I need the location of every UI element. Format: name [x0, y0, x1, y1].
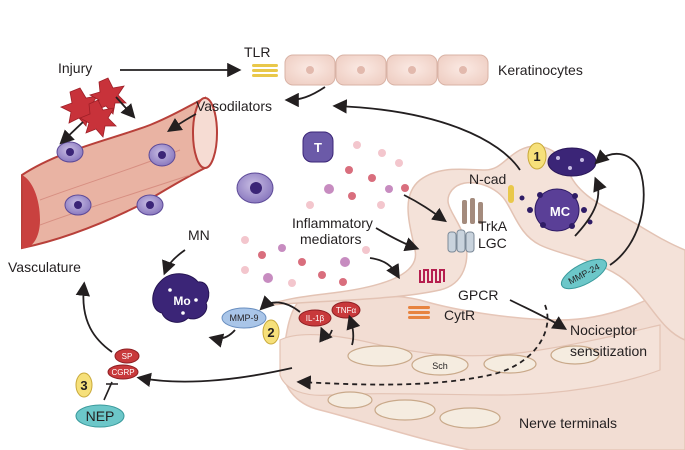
step-2-badge: 2 — [262, 319, 280, 345]
schwann-cell — [483, 354, 537, 374]
t-cell-icon: T — [302, 131, 334, 163]
schwann-label: Sch — [432, 361, 448, 371]
vasculature-label: Vasculature — [8, 259, 81, 275]
svg-text:NEP: NEP — [86, 408, 115, 424]
gpcr-receptor-icon — [419, 269, 445, 283]
nep-inhibit-line — [103, 381, 118, 401]
keratinocyte-layer — [284, 54, 489, 86]
trka-label: TrkA — [478, 218, 508, 234]
schwann-cell — [327, 391, 373, 409]
svg-text:Mo: Mo — [173, 294, 190, 308]
svg-text:MMP-9: MMP-9 — [230, 313, 259, 323]
schwann-cell — [411, 354, 469, 376]
step-1-badge: 1 — [527, 142, 547, 170]
lgc-channel-icon — [447, 229, 475, 253]
neutrophil-in-vessel — [56, 141, 176, 216]
mn-label: MN — [188, 227, 210, 243]
ncad-connector — [508, 185, 514, 203]
sp-badge: SP — [114, 348, 140, 364]
schwann-cell — [374, 399, 436, 421]
inflammatory-mediators-label-line2: mediators — [300, 231, 361, 247]
nep-badge: NEP — [75, 404, 125, 428]
il1b-badge: IL-1β — [298, 309, 332, 327]
schwann-cell — [439, 407, 501, 429]
gpcr-label: GPCR — [458, 287, 498, 303]
monocyte-icon: Mo — [152, 273, 210, 323]
trka-receptor-icon — [462, 198, 483, 224]
svg-text:CGRP: CGRP — [111, 368, 134, 377]
ncad-label: N-cad — [469, 171, 506, 187]
tnfa-badge: TNFα — [331, 301, 361, 319]
injury-label: Injury — [58, 60, 92, 76]
blood-vessel — [21, 96, 218, 250]
inflammatory-mediators-label-line1: Inflammatory — [292, 215, 373, 231]
retrograde-signal-dashed-arrow — [296, 304, 549, 390]
degranulating-mast-cell-icon — [547, 147, 597, 177]
step-3-badge: 3 — [75, 372, 93, 398]
lgc-label: LGC — [478, 235, 507, 251]
nociceptor-label-line1: Nociceptor — [570, 322, 637, 338]
svg-text:T: T — [314, 140, 322, 155]
tlr-label: TLR — [244, 44, 270, 60]
mast-cell-icon: MC — [519, 188, 593, 232]
nerve-terminals-label: Nerve terminals — [519, 415, 617, 431]
schwann-cell — [347, 345, 413, 367]
nociceptor-label-line2: sensitization — [570, 343, 647, 359]
svg-text:3: 3 — [80, 378, 87, 393]
inflammatory-mediator-particles — [241, 141, 409, 287]
mmp9-badge: MMP-9 — [221, 307, 267, 329]
tlr-receptor-icon — [252, 64, 278, 77]
svg-text:TNFα: TNFα — [336, 306, 357, 315]
schwann-cell — [550, 345, 600, 365]
cgrp-badge: CGRP — [107, 364, 139, 380]
flow-arrows — [59, 62, 645, 387]
svg-text:IL-1β: IL-1β — [306, 314, 325, 323]
svg-text:1: 1 — [533, 149, 540, 164]
svg-text:MC: MC — [550, 204, 571, 219]
vasodilators-label: Vasodilators — [196, 98, 272, 114]
cytr-receptor-icon — [408, 306, 430, 319]
keratinocytes-label: Keratinocytes — [498, 62, 583, 78]
cytr-label: CytR — [444, 307, 475, 323]
svg-text:2: 2 — [267, 325, 274, 340]
injury-icon — [59, 77, 127, 138]
svg-text:SP: SP — [122, 352, 133, 361]
